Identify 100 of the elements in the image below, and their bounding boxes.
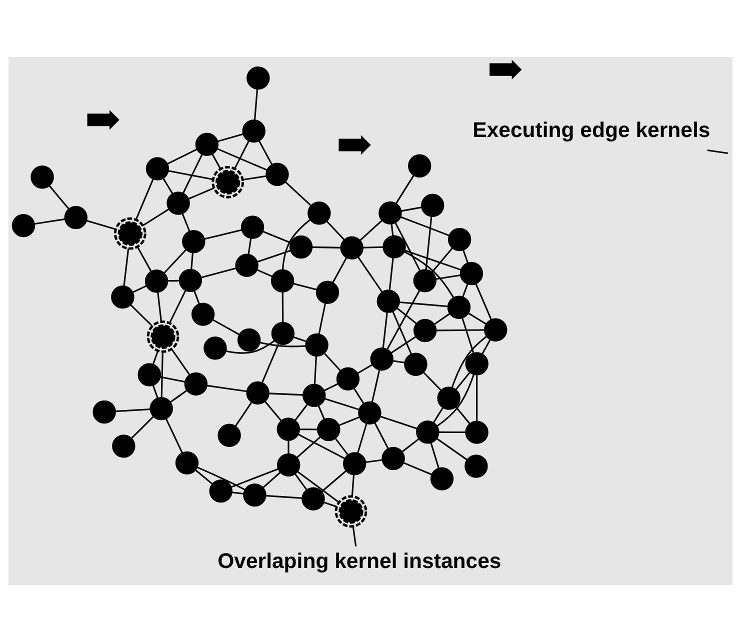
connector xyxy=(404,249,462,270)
connector xyxy=(258,140,272,164)
connector xyxy=(395,174,414,204)
connector xyxy=(386,290,420,350)
connector xyxy=(218,132,244,142)
node-circle xyxy=(243,482,266,506)
connector xyxy=(168,279,179,282)
connector xyxy=(190,252,194,269)
connector xyxy=(201,267,236,278)
connector xyxy=(165,418,183,453)
connector xyxy=(438,430,466,433)
connector xyxy=(312,246,341,248)
connector xyxy=(231,468,278,488)
node-circle xyxy=(30,165,54,188)
connector xyxy=(242,174,266,180)
connector xyxy=(455,372,470,390)
connector xyxy=(282,292,284,322)
connector xyxy=(362,246,384,248)
connector xyxy=(182,154,203,193)
connector xyxy=(462,283,468,296)
connector xyxy=(195,469,213,484)
connector xyxy=(160,351,164,397)
connector xyxy=(324,398,360,410)
connector xyxy=(425,216,432,270)
connector xyxy=(206,384,247,392)
node-circle xyxy=(204,336,227,360)
connector xyxy=(360,219,382,240)
node-circle xyxy=(92,400,116,424)
node-circle xyxy=(146,320,180,352)
node-circle xyxy=(12,213,36,237)
node-circle xyxy=(237,328,261,352)
node-circle xyxy=(240,215,264,238)
node-circle xyxy=(414,318,437,342)
connector xyxy=(212,153,222,169)
node-circle xyxy=(235,253,258,277)
connector xyxy=(142,208,170,226)
connector xyxy=(433,407,444,422)
connector xyxy=(182,212,190,231)
node-circle xyxy=(370,347,394,370)
node-circle xyxy=(150,396,173,420)
connector xyxy=(482,339,491,354)
connector xyxy=(400,216,450,236)
node-circle xyxy=(178,268,202,292)
connector xyxy=(371,369,380,402)
connector xyxy=(284,180,312,206)
connector xyxy=(162,178,174,194)
connector xyxy=(456,406,470,424)
connector xyxy=(462,318,474,353)
node-circle xyxy=(195,132,219,156)
connector xyxy=(332,256,348,282)
connector xyxy=(402,438,420,452)
connector xyxy=(167,148,198,164)
node-circle xyxy=(334,494,368,528)
connector xyxy=(188,186,214,199)
connector xyxy=(366,458,382,462)
connector xyxy=(235,401,252,426)
connector xyxy=(326,220,344,240)
connector xyxy=(392,310,412,354)
connector xyxy=(168,170,214,180)
node-circle xyxy=(182,230,206,253)
node-circle xyxy=(420,193,444,217)
connector xyxy=(196,466,245,490)
connector xyxy=(322,470,347,492)
connector xyxy=(132,284,147,292)
node-circle xyxy=(336,366,360,390)
connector xyxy=(357,422,368,453)
connector xyxy=(257,249,291,262)
connector xyxy=(354,388,364,404)
node-circle xyxy=(191,302,215,326)
node-circle xyxy=(447,295,471,318)
node-circle xyxy=(111,284,134,308)
connector xyxy=(266,494,302,498)
connector xyxy=(380,415,418,429)
connector xyxy=(130,304,153,326)
connector xyxy=(434,312,450,324)
connector xyxy=(392,360,405,363)
connector xyxy=(335,438,348,455)
connector xyxy=(358,256,383,292)
connector xyxy=(152,350,159,364)
connector xyxy=(401,206,422,212)
node-circle xyxy=(308,201,331,224)
connector xyxy=(436,274,460,280)
connector xyxy=(262,343,280,382)
connector xyxy=(432,247,453,272)
node-circle xyxy=(266,162,289,186)
connector xyxy=(264,400,282,420)
connector xyxy=(351,474,354,496)
connector xyxy=(476,374,478,420)
connector xyxy=(318,302,326,334)
connector xyxy=(269,392,304,396)
connector xyxy=(194,290,200,304)
node-circle xyxy=(112,434,136,458)
connector xyxy=(318,404,325,419)
node-circle xyxy=(289,234,313,258)
node-circle xyxy=(358,400,382,424)
connector xyxy=(131,416,154,438)
connector xyxy=(400,300,448,307)
connector xyxy=(248,238,252,254)
connector xyxy=(288,440,290,454)
node-arrow xyxy=(338,134,371,154)
